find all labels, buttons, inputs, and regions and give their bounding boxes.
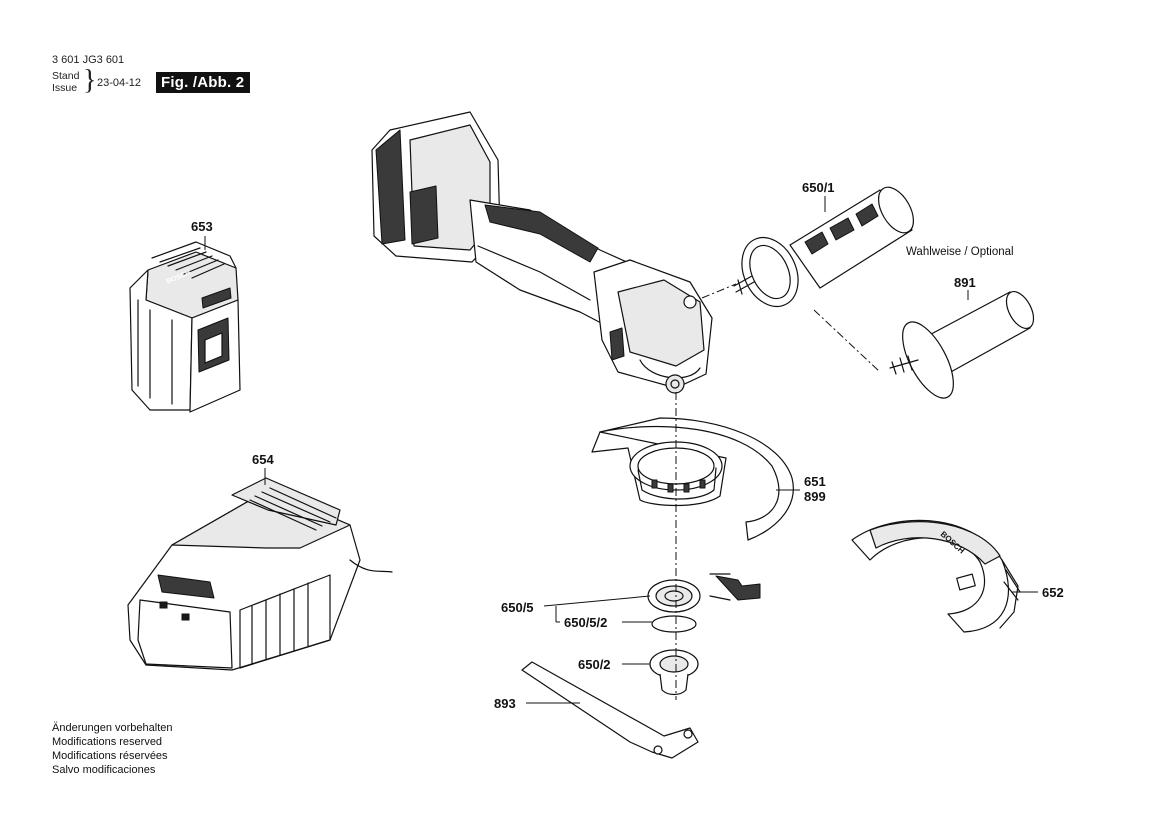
issue-date: 23-04-12 <box>97 77 142 89</box>
part-label-650-5-2: 650/5/2 <box>564 615 608 630</box>
part-label-651: 651 <box>804 474 826 489</box>
charger-drawing <box>127 477 393 671</box>
footer-line-fr: Modifications réservées <box>52 750 168 762</box>
part-label-652: 652 <box>1042 585 1064 600</box>
leader-lines <box>204 196 1038 704</box>
part-label-653: 653 <box>191 219 213 234</box>
spanner-drawing <box>521 661 699 759</box>
optional-note: Wahlweise / Optional <box>906 246 1014 258</box>
cutoff-guard-drawing <box>851 519 1021 633</box>
part-label-650-1: 650/1 <box>802 180 835 195</box>
footer-line-de: Änderungen vorbehalten <box>52 722 173 734</box>
mounting-flange-drawing <box>649 649 699 696</box>
part-label-650-5: 650/5 <box>501 600 534 615</box>
wheel-guard-drawing <box>591 417 794 541</box>
alt-handle-drawing <box>889 291 1035 399</box>
part-label-650-2: 650/2 <box>578 657 611 672</box>
battery-pack-drawing <box>129 241 241 413</box>
figure-label: Fig. /Abb. 2 <box>156 72 251 93</box>
angle-grinder-drawing <box>371 111 713 394</box>
stand-label: Stand <box>52 70 80 82</box>
flange-nut-drawing <box>647 573 761 613</box>
o-ring-drawing <box>651 615 697 633</box>
issue-label: Issue <box>52 82 78 94</box>
side-handle-drawing <box>733 186 915 308</box>
document-number: 3 601 JG3 601 <box>52 54 125 66</box>
footer-line-en: Modifications reserved <box>52 736 163 748</box>
part-label-893: 893 <box>494 696 516 711</box>
part-label-891: 891 <box>954 275 976 290</box>
part-label-899: 899 <box>804 489 826 504</box>
footer-line-es: Salvo modificaciones <box>52 764 156 776</box>
part-label-654: 654 <box>252 452 274 467</box>
brace-icon: } <box>83 65 97 96</box>
